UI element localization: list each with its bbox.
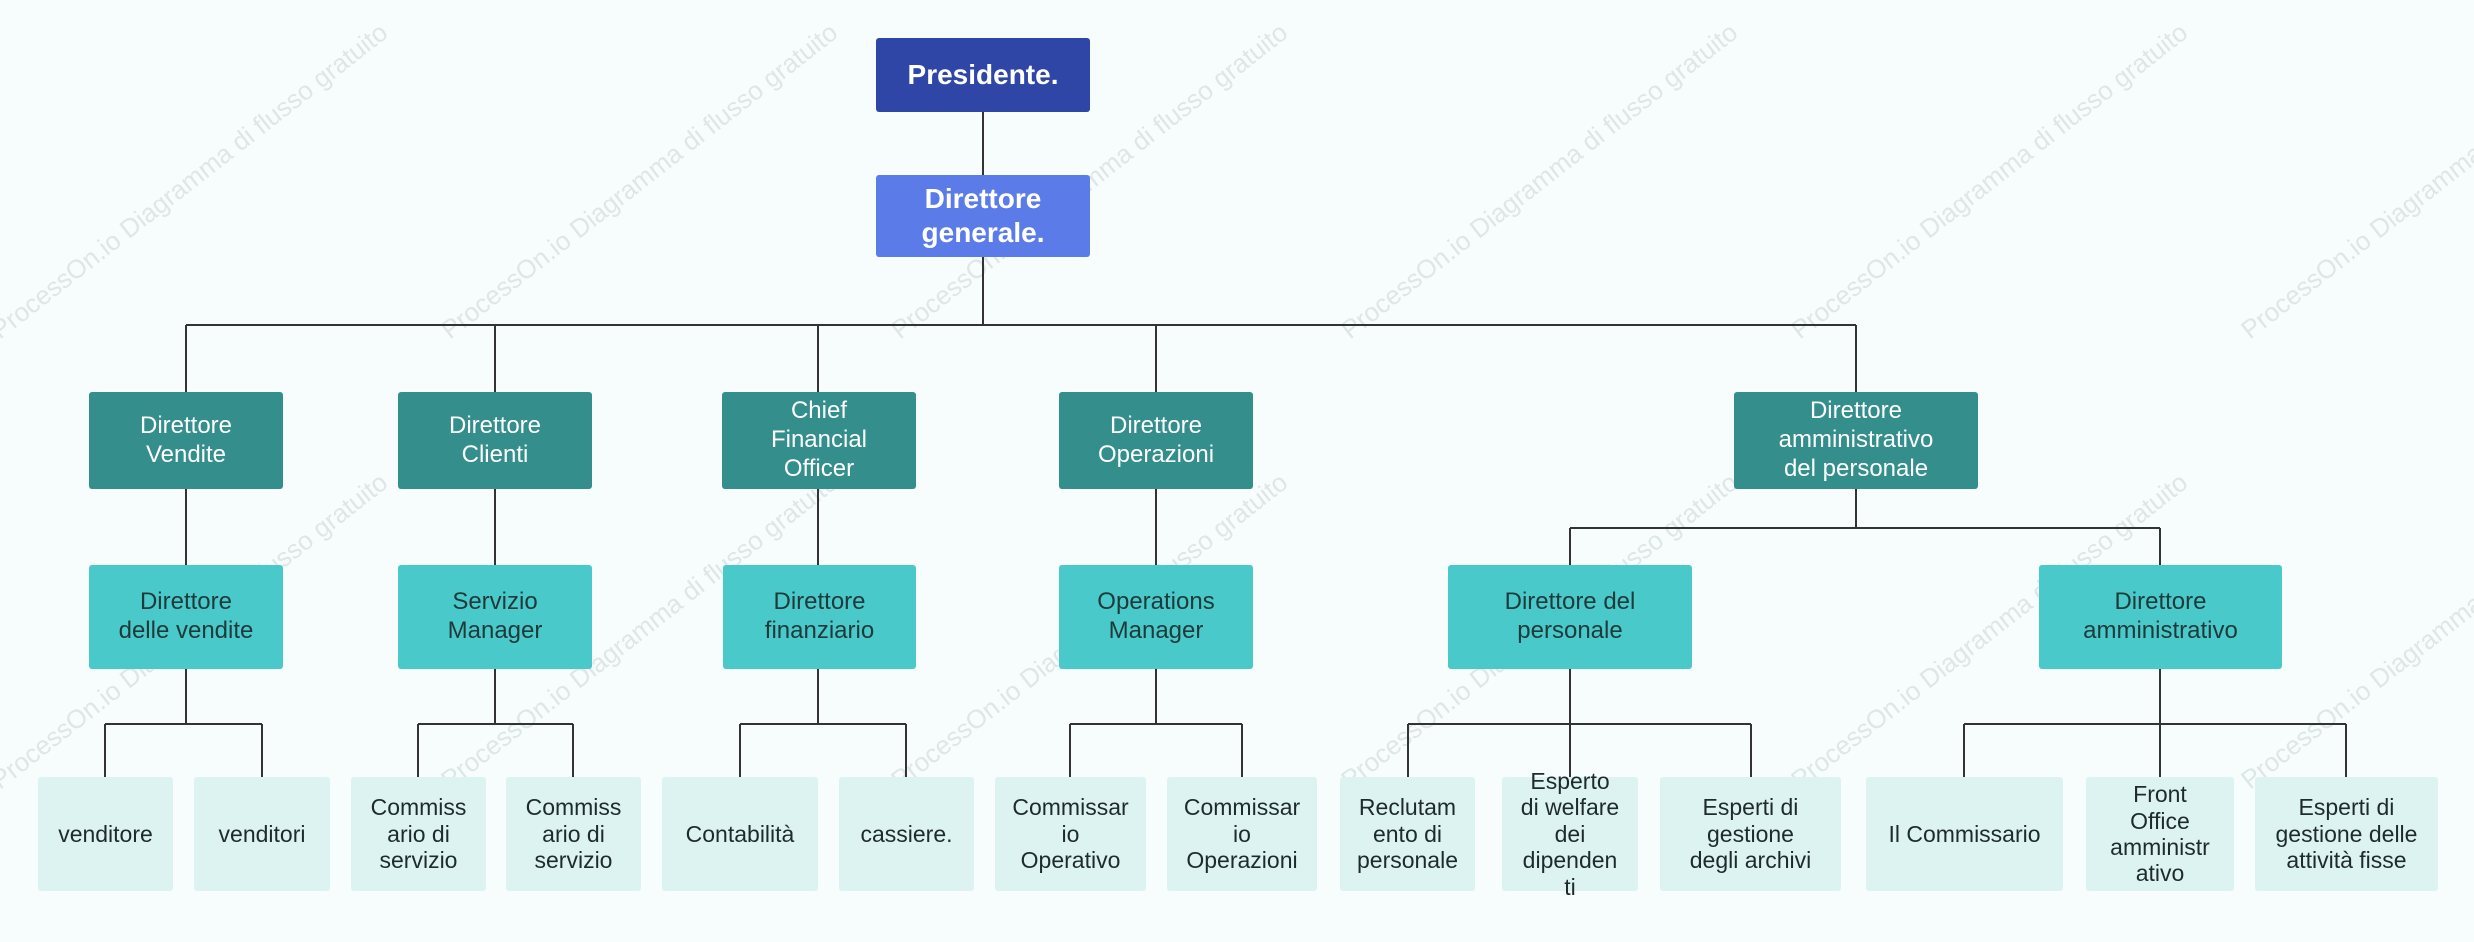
connector-sales-team — [104, 669, 263, 777]
service-clerk-box[interactable]: Commiss ario di servizio — [506, 777, 641, 891]
president-box[interactable]: Presidente. — [876, 38, 1090, 112]
sales-manager-box[interactable]: Direttore delle vendite — [89, 565, 283, 669]
sales-director-box[interactable]: Direttore Vendite — [89, 392, 283, 489]
cashier-box[interactable]: cassiere. — [839, 777, 974, 891]
service-clerk-box[interactable]: Commiss ario di servizio — [351, 777, 486, 891]
operative-clerk-box[interactable]: Commissar io Operativo — [995, 777, 1146, 891]
seller-box[interactable]: venditore — [38, 777, 173, 891]
front-office-box[interactable]: Front Office amministr ativo — [2086, 777, 2234, 891]
general-manager-box[interactable]: Direttore generale. — [876, 175, 1090, 257]
connector-service-team — [417, 669, 574, 777]
operations-director-box[interactable]: Direttore Operazioni — [1059, 392, 1253, 489]
connector-hr-team — [1407, 669, 1752, 777]
cfo-box[interactable]: Chief Financial Officer — [722, 392, 916, 489]
accounting-box[interactable]: Contabilità — [662, 777, 818, 891]
commissioner-box[interactable]: Il Commissario — [1866, 777, 2063, 891]
hr-director-box[interactable]: Direttore del personale — [1448, 565, 1692, 669]
welfare-expert-box[interactable]: Esperto di welfare dei dipenden ti — [1502, 768, 1638, 900]
archive-expert-box[interactable]: Esperti di gestione degli archivi — [1660, 777, 1841, 891]
service-manager-box[interactable]: Servizio Manager — [398, 565, 592, 669]
connector-operations-team — [1069, 669, 1243, 777]
recruitment-box[interactable]: Reclutam ento di personale — [1340, 777, 1475, 891]
connector-finance-team — [739, 669, 907, 777]
client-director-box[interactable]: Direttore Clienti — [398, 392, 592, 489]
operations-clerk-box[interactable]: Commissar io Operazioni — [1167, 777, 1317, 891]
admin-director-box[interactable]: Direttore amministrativo — [2039, 565, 2282, 669]
hr-admin-director-box[interactable]: Direttore amministrativo del personale — [1734, 392, 1978, 489]
operations-manager-box[interactable]: Operations Manager — [1059, 565, 1253, 669]
connector-admin-team — [1963, 669, 2347, 777]
fixed-assets-expert-box[interactable]: Esperti di gestione delle attività fisse — [2255, 777, 2438, 891]
sellers-box[interactable]: venditori — [194, 777, 330, 891]
connector-hr-admin-split — [1569, 489, 2161, 565]
finance-director-box[interactable]: Direttore finanziario — [723, 565, 916, 669]
